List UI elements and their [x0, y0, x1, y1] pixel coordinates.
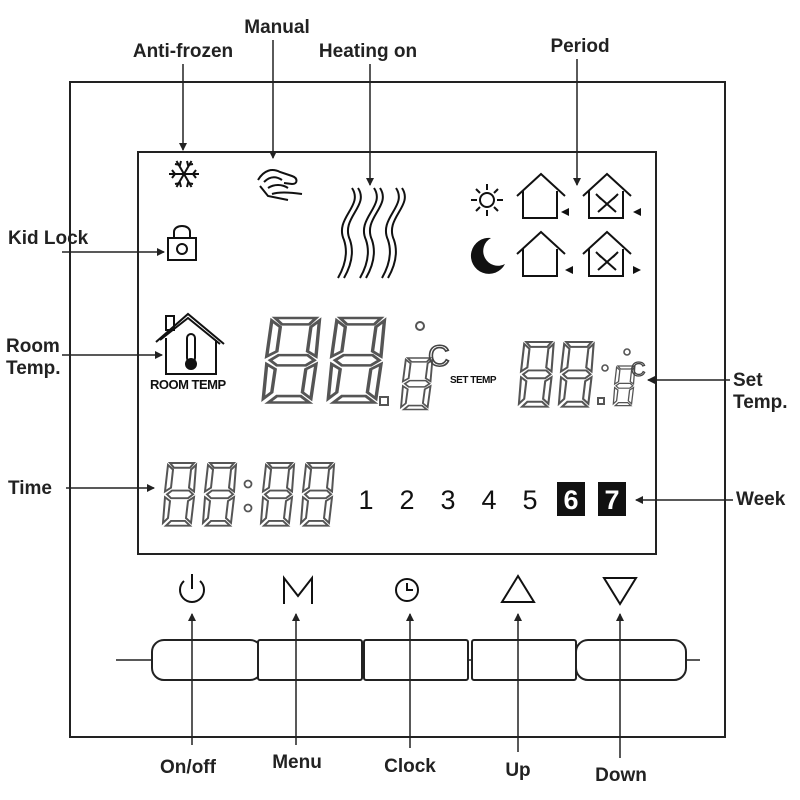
clock-icon [395, 578, 419, 602]
callout-period: Period [550, 36, 609, 57]
callout-anti-frozen: Anti-frozen [133, 41, 233, 62]
menu-button[interactable] [257, 639, 363, 681]
weekday-3: 3 [440, 485, 455, 515]
set-temp-digit-2 [557, 340, 595, 408]
up-label: Up [505, 760, 530, 781]
sun-icon [471, 184, 503, 216]
room-temp-degree-mark [415, 321, 425, 331]
leader-lines [62, 40, 733, 504]
room-temp-unit-c: C [428, 340, 450, 373]
callout-room-temp-line1: Room [6, 336, 60, 357]
room-temp-digit-1 [261, 316, 322, 405]
weekday-6: 6 [563, 485, 578, 515]
set-temp-readout: C [517, 340, 646, 408]
house-tools-icon-day-2 [582, 172, 641, 219]
onoff-button[interactable] [151, 639, 263, 681]
callout-set-temp-line2: Temp. [733, 392, 788, 413]
callout-kid-lock: Kid Lock [8, 228, 89, 249]
weekday-highlight-7 [598, 482, 626, 516]
house-icon-night-1 [516, 230, 573, 277]
moon-icon [470, 237, 505, 274]
set-temp-unit-degree [623, 348, 631, 356]
callout-heating-on: Heating on [319, 41, 417, 62]
m-icon [283, 575, 313, 604]
set-temp-label: SET TEMP [450, 375, 497, 386]
callout-week: Week [736, 489, 786, 510]
weekday-highlight-6 [557, 482, 585, 516]
clock-label: Clock [384, 756, 436, 777]
time-digit-3 [260, 462, 295, 527]
time-digit-2 [202, 462, 237, 527]
set-temp-degree-mark [601, 364, 609, 372]
callout-time: Time [8, 478, 52, 499]
room-temp-label: ROOM TEMP [150, 377, 226, 392]
triangle-down-icon [602, 577, 638, 606]
clock-button[interactable] [363, 639, 469, 681]
time-digit-4 [300, 462, 335, 527]
triangle-up-icon [500, 574, 536, 603]
weekday-5: 5 [522, 485, 537, 515]
time-colon-top [243, 479, 253, 489]
onoff-label: On/off [160, 757, 217, 778]
up-button[interactable] [471, 639, 577, 681]
callout-manual: Manual [244, 17, 309, 38]
lock-icon [167, 225, 197, 261]
button-leader-lines [188, 613, 624, 758]
time-digit-1 [162, 462, 197, 527]
time-readout [162, 462, 335, 527]
weekday-7: 7 [604, 485, 619, 515]
power-icon [179, 574, 205, 603]
menu-label: Menu [272, 752, 322, 773]
weekday-4: 4 [481, 485, 496, 515]
room-temp-digit-2 [326, 316, 387, 405]
room-temp-decimal-point [379, 396, 389, 406]
callout-room-temp-line2: Temp. [6, 358, 61, 379]
thermostat-bezel [69, 81, 726, 738]
down-label: Down [595, 765, 647, 786]
room-temp-readout: C [261, 316, 450, 411]
lcd-screen [137, 151, 657, 555]
down-button[interactable] [575, 639, 687, 681]
set-temp-digit-1 [517, 340, 555, 408]
weekday-1: 1 [358, 485, 373, 515]
room-thermometer-icon [155, 312, 225, 375]
heat-waves-icon [337, 187, 406, 279]
time-colon-bottom [243, 503, 253, 513]
set-temp-unit-c: C [631, 359, 645, 381]
snowflake-icon [169, 160, 199, 188]
house-tools-icon-night-2 [582, 230, 641, 277]
set-temp-decimal-point [597, 397, 605, 405]
weekday-2: 2 [399, 485, 414, 515]
callout-set-temp-line1: Set [733, 370, 763, 391]
house-icon-day-1 [516, 172, 569, 219]
hand-icon [257, 169, 303, 201]
